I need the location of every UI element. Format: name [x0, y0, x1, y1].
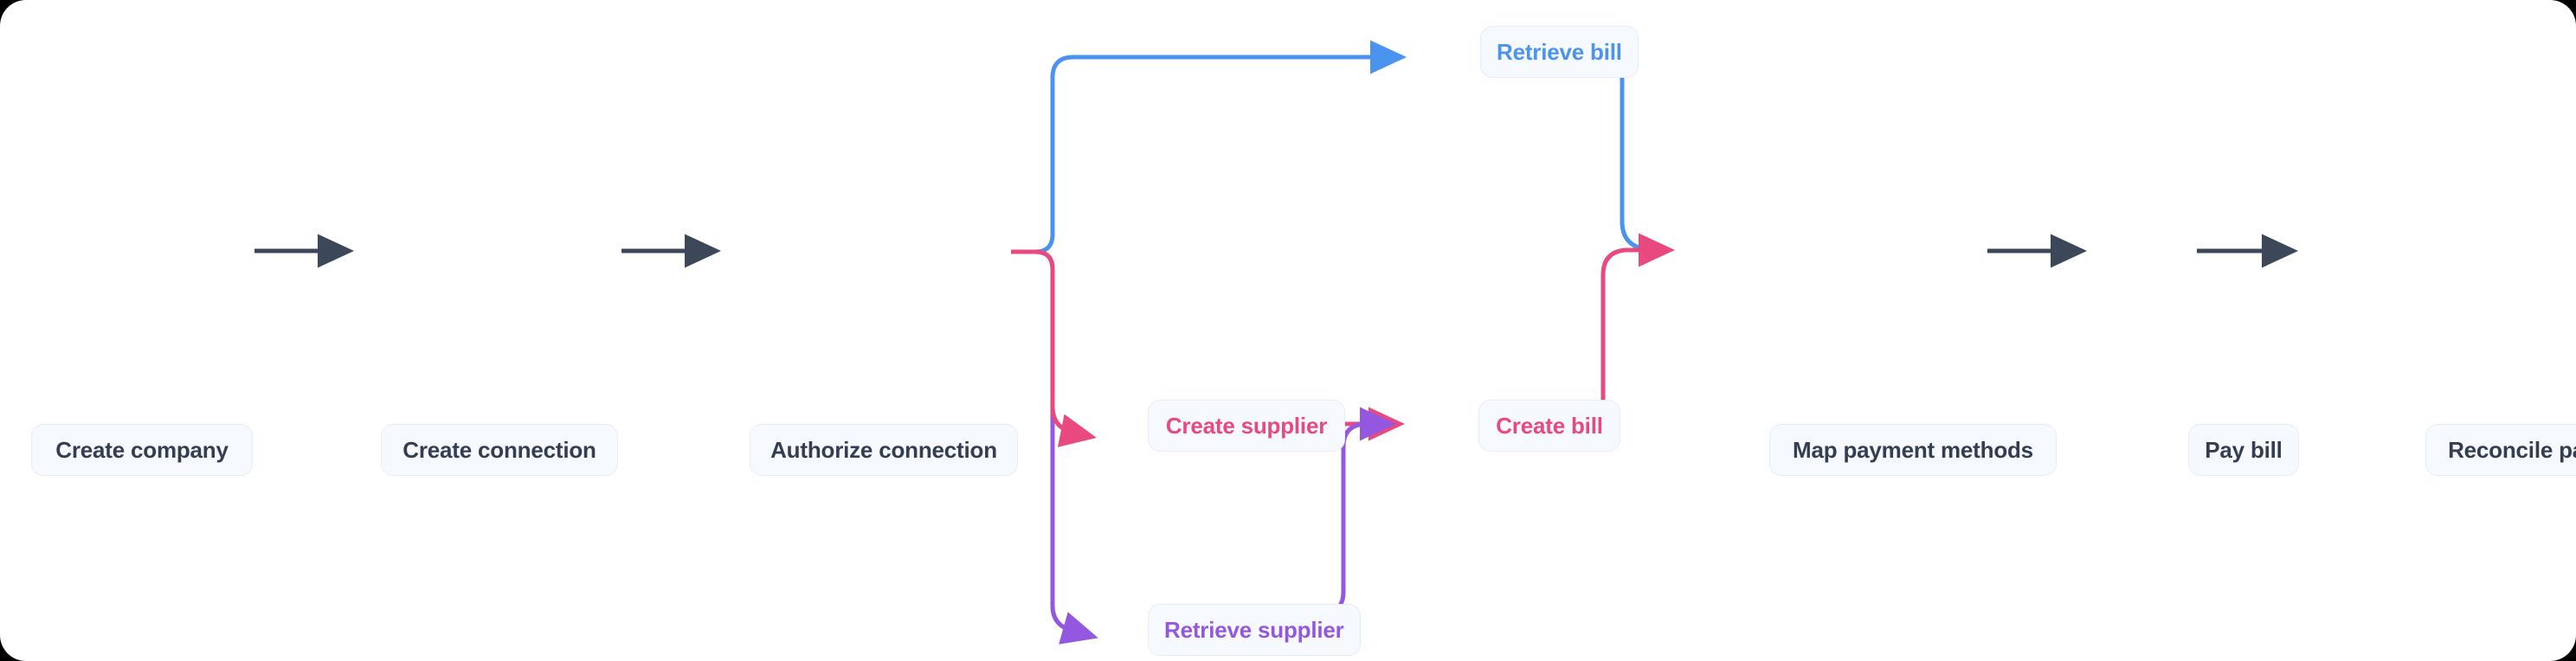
node-label: Create company — [55, 436, 229, 463]
node-authorize-connection[interactable]: Authorize connection — [750, 424, 1018, 476]
edge-retrieve-bill-to-map-payment-methods — [1558, 55, 1670, 253]
node-label: Create connection — [402, 436, 596, 463]
node-label: Authorize connection — [770, 436, 997, 463]
node-reconcile-payments[interactable]: Reconcile payments — [2425, 424, 2576, 476]
node-label: Reconcile payments — [2448, 436, 2576, 463]
node-create-connection[interactable]: Create connection — [381, 424, 618, 476]
edge-authorize-connection-to-create-supplier — [1011, 249, 1097, 447]
node-create-bill[interactable]: Create bill — [1478, 400, 1620, 452]
node-map-payment-methods[interactable]: Map payment methods — [1769, 424, 2057, 476]
node-pay-bill[interactable]: Pay bill — [2188, 424, 2299, 476]
node-label: Create bill — [1496, 412, 1603, 439]
node-create-supplier[interactable]: Create supplier — [1148, 400, 1345, 452]
node-label: Retrieve supplier — [1164, 616, 1344, 643]
node-label: Map payment methods — [1793, 436, 2033, 463]
node-retrieve-supplier[interactable]: Retrieve supplier — [1148, 604, 1361, 656]
node-create-company[interactable]: Create company — [31, 424, 253, 476]
node-label: Create supplier — [1165, 412, 1328, 439]
node-retrieve-bill[interactable]: Retrieve bill — [1480, 26, 1639, 78]
node-label: Retrieve bill — [1497, 38, 1622, 65]
edge-authorize-connection-to-retrieve-bill — [1011, 40, 1407, 254]
edge-retrieve-supplier-to-create-bill — [1293, 407, 1396, 615]
edge-create-bill-to-map-payment-methods — [1548, 233, 1675, 427]
node-label: Pay bill — [2205, 436, 2283, 463]
